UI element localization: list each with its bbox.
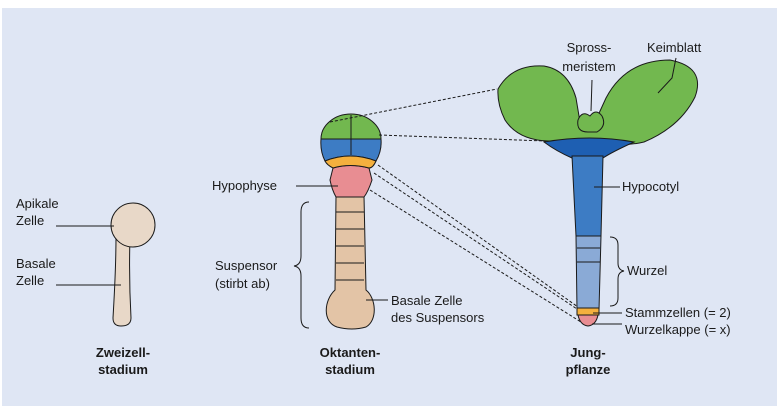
stem-cells xyxy=(577,308,599,315)
label-des-suspensors: des Suspensors xyxy=(391,310,485,325)
label-basale-zelle: Zelle xyxy=(16,273,44,288)
label-wurzelkappe: Wurzelkappe (= x) xyxy=(625,322,731,337)
hypophysis xyxy=(330,166,372,198)
caption-oktanten-1: Oktanten- xyxy=(320,345,381,360)
label-basale-zelle-suspensor: Basale Zelle xyxy=(391,293,463,308)
label-apikale-zelle: Zelle xyxy=(16,213,44,228)
hypocotyl xyxy=(572,156,603,236)
label-keimblatt: Keimblatt xyxy=(647,40,702,55)
caption-pflanze: pflanze xyxy=(566,362,611,377)
caption-jung: Jung- xyxy=(570,345,605,360)
label-hypocotyl: Hypocotyl xyxy=(622,179,679,194)
label-meristem: meristem xyxy=(562,59,615,74)
apical-cell xyxy=(111,203,155,247)
label-basale: Basale xyxy=(16,256,56,271)
root xyxy=(576,236,601,310)
label-stirbt-ab: (stirbt ab) xyxy=(215,276,270,291)
shoot-meristem xyxy=(578,112,604,132)
label-hypophyse: Hypophyse xyxy=(212,178,277,193)
basal-cell xyxy=(113,236,131,326)
label-suspensor: Suspensor xyxy=(215,258,278,273)
caption-zweizell-2: stadium xyxy=(98,362,148,377)
label-stammzellen: Stammzellen (= 2) xyxy=(625,305,731,320)
caption-zweizell-1: Zweizell- xyxy=(96,345,150,360)
label-apikale: Apikale xyxy=(16,196,59,211)
label-spross: Spross- xyxy=(567,40,612,55)
label-wurzel: Wurzel xyxy=(627,263,667,278)
caption-oktanten-2: stadium xyxy=(325,362,375,377)
